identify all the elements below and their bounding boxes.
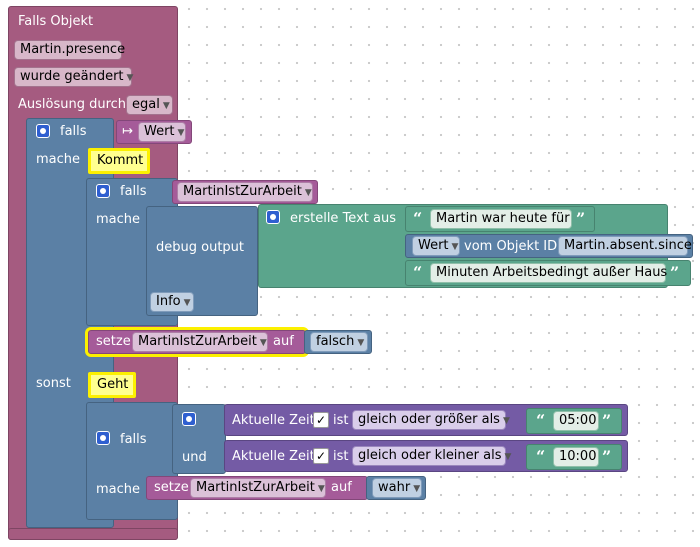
time-label-2: Aktuelle Zeit bbox=[232, 449, 315, 464]
is-label-2: ist bbox=[333, 449, 349, 464]
op-2-dropdown[interactable]: gleich oder kleiner als▼ bbox=[352, 446, 511, 466]
to-label: auf bbox=[331, 480, 352, 495]
time-label-1: Aktuelle Zeit bbox=[232, 413, 315, 428]
boolean-true: wahr bbox=[378, 480, 411, 495]
time-2-checkbox[interactable]: ✓ bbox=[313, 448, 329, 464]
comment-geht[interactable]: Geht bbox=[88, 372, 136, 398]
object-value-dropdown[interactable]: Wert▼ bbox=[412, 236, 460, 256]
chevron-down-icon: ▼ bbox=[183, 298, 191, 308]
debug-level-dropdown[interactable]: Info▼ bbox=[150, 292, 194, 312]
do-label: mache bbox=[36, 152, 81, 167]
to-label: auf bbox=[273, 334, 294, 349]
gear-icon[interactable] bbox=[182, 412, 196, 426]
if-label: falls bbox=[60, 124, 87, 139]
time-2: 10:00 bbox=[559, 449, 597, 464]
and-label: und bbox=[182, 450, 207, 465]
text-2: Minuten Arbeitsbedingt außer Haus bbox=[436, 265, 668, 280]
value-field-dropdown[interactable]: Wert▼ bbox=[138, 122, 186, 142]
inner-do-geht-label: mache bbox=[96, 482, 141, 497]
trigger-block-footer bbox=[8, 528, 178, 540]
quote-open-icon: “ bbox=[413, 263, 423, 282]
boolean-true-dropdown[interactable]: wahr▼ bbox=[372, 478, 422, 498]
time-1-checkbox[interactable]: ✓ bbox=[313, 412, 329, 428]
variable-name: MartinIstZurArbeit bbox=[183, 184, 302, 199]
gear-icon[interactable] bbox=[96, 184, 110, 198]
trigger-object-id: Martin.presence bbox=[20, 42, 126, 57]
check-icon: ✓ bbox=[315, 413, 327, 427]
time-1-field[interactable]: 05:00 bbox=[553, 411, 599, 431]
trigger-object-id-field[interactable]: Martin.presence bbox=[14, 40, 126, 60]
and-block[interactable] bbox=[172, 404, 226, 474]
set-variable: MartinIstZurArbeit bbox=[138, 334, 257, 349]
gear-icon[interactable] bbox=[96, 431, 110, 445]
arrow-icon: ↦ bbox=[122, 124, 133, 139]
set-variable-dropdown[interactable]: MartinIstZurArbeit▼ bbox=[190, 478, 326, 498]
inner-if-geht-label: falls bbox=[120, 432, 147, 447]
text-1-field[interactable]: Martin war heute für bbox=[430, 209, 572, 229]
chevron-down-icon: ▼ bbox=[162, 101, 170, 111]
chevron-down-icon: ▼ bbox=[502, 416, 510, 426]
chevron-down-icon: ▼ bbox=[413, 484, 421, 494]
chevron-down-icon: ▼ bbox=[304, 188, 312, 198]
quote-close-icon: ” bbox=[602, 411, 612, 430]
set-variable: MartinIstZurArbeit bbox=[196, 480, 315, 495]
inner-if-geht-block[interactable] bbox=[86, 402, 178, 520]
trigger-condition-dropdown[interactable]: wurde geändert▼ bbox=[14, 67, 134, 87]
variable-dropdown[interactable]: MartinIstZurArbeit▼ bbox=[177, 182, 313, 202]
chevron-down-icon: ▼ bbox=[504, 452, 512, 462]
comment-geht-text: Geht bbox=[97, 377, 129, 392]
op-1-dropdown[interactable]: gleich oder größer als▼ bbox=[352, 410, 510, 430]
value-field: Wert bbox=[144, 124, 175, 139]
chevron-down-icon: ▼ bbox=[451, 242, 459, 252]
debug-label: debug output bbox=[156, 240, 245, 255]
text-2-field[interactable]: Minuten Arbeitsbedingt außer Haus bbox=[430, 263, 668, 283]
object-id: Martin.absent.since bbox=[564, 238, 692, 253]
chevron-down-icon: ▼ bbox=[177, 128, 185, 138]
chevron-down-icon: ▼ bbox=[259, 338, 267, 348]
gear-icon[interactable] bbox=[266, 210, 280, 224]
inner-if-label: falls bbox=[120, 184, 147, 199]
quote-open-icon: “ bbox=[536, 447, 546, 466]
boolean-false-dropdown[interactable]: falsch▼ bbox=[310, 332, 368, 352]
set-label: setze bbox=[154, 480, 189, 495]
from-object-label: vom Objekt ID bbox=[464, 239, 558, 254]
object-id-field[interactable]: Martin.absent.since bbox=[558, 236, 692, 256]
trigger-value: egal bbox=[132, 97, 160, 112]
chevron-down-icon: ▼ bbox=[317, 484, 325, 494]
comment-kommt-text: Kommt bbox=[97, 153, 144, 168]
trigger-label: Auslösung durch bbox=[18, 97, 127, 112]
set-variable-dropdown[interactable]: MartinIstZurArbeit▼ bbox=[132, 332, 268, 352]
object-value-label: Wert bbox=[418, 238, 449, 253]
time-2-field[interactable]: 10:00 bbox=[553, 447, 599, 467]
quote-open-icon: “ bbox=[413, 209, 423, 228]
trigger-condition: wurde geändert bbox=[20, 69, 124, 84]
time-1: 05:00 bbox=[559, 413, 597, 428]
quote-open-icon: “ bbox=[536, 411, 546, 430]
trigger-title: Falls Objekt bbox=[18, 14, 94, 29]
op-2: gleich oder kleiner als bbox=[358, 448, 502, 463]
set-label: setze bbox=[96, 334, 131, 349]
trigger-value-dropdown[interactable]: egal▼ bbox=[126, 95, 173, 115]
is-label-1: ist bbox=[333, 413, 349, 428]
check-icon: ✓ bbox=[315, 449, 327, 463]
else-label: sonst bbox=[36, 376, 71, 391]
debug-level: Info bbox=[156, 294, 181, 309]
boolean-false: falsch bbox=[316, 334, 355, 349]
inner-do-label: mache bbox=[96, 212, 141, 227]
quote-close-icon: ” bbox=[576, 209, 586, 228]
chevron-down-icon: ▼ bbox=[357, 338, 365, 348]
op-1: gleich oder größer als bbox=[358, 412, 500, 427]
text-1: Martin war heute für bbox=[436, 211, 570, 226]
quote-close-icon: ” bbox=[602, 447, 612, 466]
chevron-down-icon: ▼ bbox=[126, 73, 134, 83]
gear-icon[interactable] bbox=[36, 124, 50, 138]
text-join-label: erstelle Text aus bbox=[290, 211, 396, 226]
comment-kommt[interactable]: Kommt bbox=[88, 148, 150, 174]
quote-close-icon: ” bbox=[670, 263, 680, 282]
